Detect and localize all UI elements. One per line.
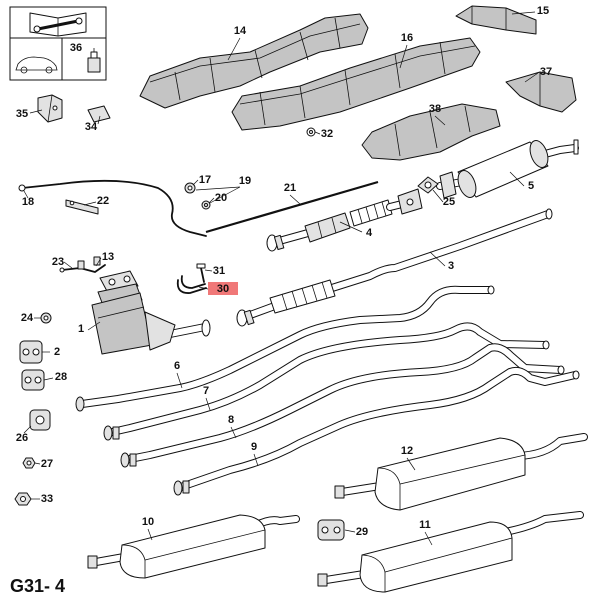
callout-32[interactable]: 32 <box>321 128 333 140</box>
callout-4[interactable]: 4 <box>366 227 373 239</box>
callout-12[interactable]: 12 <box>401 445 413 457</box>
pipe-9 <box>173 366 580 496</box>
pipe-6 <box>75 285 495 412</box>
bracket-35 <box>37 94 63 123</box>
nut-27 <box>22 457 36 469</box>
callout-34[interactable]: 34 <box>85 121 98 133</box>
sensor-wires-13-23 <box>59 256 106 273</box>
callout-25[interactable]: 25 <box>443 196 455 208</box>
nut-33 <box>14 492 32 506</box>
callout-35[interactable]: 35 <box>16 108 28 120</box>
page-code: G31- 4 <box>10 576 65 596</box>
callout-labels: 1 2 3 4 5 6 7 8 9 10 11 12 13 14 15 16 1… <box>16 5 552 538</box>
ring-24 <box>40 312 52 324</box>
callout-3[interactable]: 3 <box>448 260 454 272</box>
callout-30[interactable]: 30 <box>217 283 229 295</box>
nut-32 <box>306 127 316 137</box>
callout-22[interactable]: 22 <box>97 195 109 207</box>
mounts-17-19-20 <box>184 182 211 210</box>
callout-36[interactable]: 36 <box>70 42 82 54</box>
catalytic-converter-1 <box>91 270 211 355</box>
callout-5[interactable]: 5 <box>528 180 534 192</box>
callout-2[interactable]: 2 <box>54 346 60 358</box>
gasket-25 <box>417 176 439 194</box>
callout-8[interactable]: 8 <box>228 414 234 426</box>
bracket-37 <box>505 71 577 113</box>
callout-11[interactable]: 11 <box>419 519 431 531</box>
callout-16[interactable]: 16 <box>401 32 413 44</box>
callout-28[interactable]: 28 <box>55 371 67 383</box>
callout-24[interactable]: 24 <box>21 312 34 324</box>
pipe-8 <box>120 343 565 468</box>
rubber-mount-26 <box>29 409 51 431</box>
rubber-mount-29 <box>317 519 345 541</box>
part-36-sensor <box>87 48 101 73</box>
muffler-12 <box>334 433 588 511</box>
heat-shield-38 <box>361 103 501 161</box>
rubber-mount-28 <box>21 369 45 391</box>
leader-lines <box>23 11 539 546</box>
car-outline-icon <box>15 56 58 74</box>
callout-37[interactable]: 37 <box>540 66 552 78</box>
callout-38[interactable]: 38 <box>429 103 441 115</box>
bracket-22 <box>65 199 99 215</box>
callout-6[interactable]: 6 <box>174 360 180 372</box>
hanger-wire-18 <box>18 179 207 237</box>
pipe-7 <box>103 322 550 441</box>
front-pipe-4 <box>266 188 423 252</box>
info-box-frame <box>9 6 107 81</box>
clamp-30 <box>176 275 207 294</box>
callout-30-highlight <box>208 282 238 295</box>
callout-14[interactable]: 14 <box>234 25 247 37</box>
muffler-10 <box>87 514 300 579</box>
callout-21[interactable]: 21 <box>284 182 296 194</box>
callout-20[interactable]: 20 <box>215 192 227 204</box>
book-wrench-icon <box>29 12 87 37</box>
bolt-31 <box>196 263 206 283</box>
callout-15[interactable]: 15 <box>537 5 549 17</box>
callout-23[interactable]: 23 <box>52 256 64 268</box>
rod-21 <box>205 180 379 234</box>
rubber-mount-2 <box>19 340 43 364</box>
long-pipe-3 <box>236 208 553 327</box>
callout-13[interactable]: 13 <box>102 251 114 263</box>
callout-1[interactable]: 1 <box>78 323 84 335</box>
pad-34 <box>87 105 111 123</box>
bracket-15 <box>455 5 537 35</box>
callout-31[interactable]: 31 <box>213 265 225 277</box>
callout-33[interactable]: 33 <box>41 493 53 505</box>
callout-27[interactable]: 27 <box>41 458 53 470</box>
callout-18[interactable]: 18 <box>22 196 34 208</box>
muffler-11 <box>317 511 584 593</box>
muffler-5 <box>436 139 579 199</box>
callout-19[interactable]: 19 <box>239 175 251 187</box>
callout-7[interactable]: 7 <box>203 385 209 397</box>
callout-10[interactable]: 10 <box>142 516 154 528</box>
callout-26[interactable]: 26 <box>16 432 28 444</box>
callout-17[interactable]: 17 <box>199 174 211 186</box>
callout-9[interactable]: 9 <box>251 441 257 453</box>
info-box <box>9 6 107 81</box>
callout-29[interactable]: 29 <box>356 526 368 538</box>
heat-shield-14 <box>139 13 369 109</box>
heat-shield-16 <box>231 37 481 131</box>
